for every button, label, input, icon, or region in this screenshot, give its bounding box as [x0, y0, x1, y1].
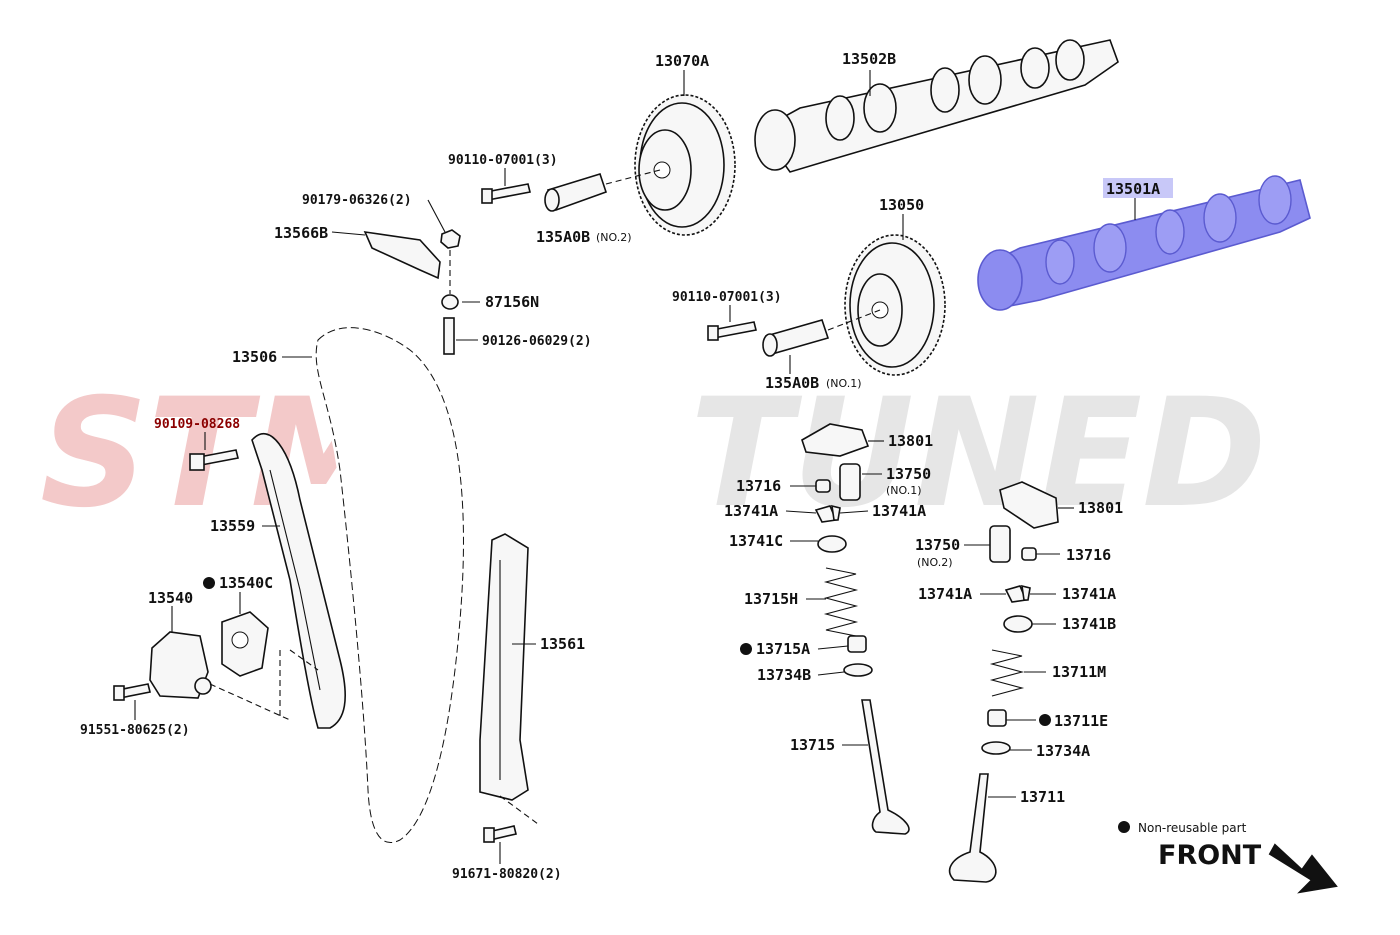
rocker-arm-13801-a[interactable]	[801, 423, 870, 457]
label-13566b[interactable]: 13566B	[274, 224, 328, 242]
bolt-90109[interactable]	[189, 449, 239, 471]
label-13070a[interactable]: 13070A	[655, 52, 709, 70]
chain-guide-13559[interactable]	[251, 433, 346, 729]
label-13711[interactable]: 13711	[1020, 788, 1065, 806]
camshaft-13501a[interactable]	[977, 175, 1311, 311]
label-13734b[interactable]: 13734B	[757, 666, 811, 684]
nut-90179[interactable]	[440, 229, 461, 249]
label-13716-a[interactable]: 13716	[736, 477, 781, 495]
label-135a0b-no1[interactable]: 135A0B	[765, 374, 819, 392]
label-13715[interactable]: 13715	[790, 736, 835, 754]
seal-13711e[interactable]	[987, 709, 1007, 727]
label-13716-b[interactable]: 13716	[1066, 546, 1111, 564]
leader-lines	[134, 70, 1136, 864]
bolt-91551[interactable]	[113, 683, 151, 701]
keepers-13741a-c[interactable]	[1004, 584, 1031, 603]
seal-13715a[interactable]	[847, 635, 867, 653]
retainer-13741b[interactable]	[1003, 615, 1033, 633]
label-90179-06326[interactable]: 90179-06326(2)	[302, 193, 412, 208]
label-13734a[interactable]: 13734A	[1036, 742, 1090, 760]
label-13501a[interactable]: 13501A	[1106, 180, 1160, 198]
label-13050[interactable]: 13050	[879, 196, 924, 214]
keepers-13741a-a[interactable]	[814, 504, 841, 523]
label-13559[interactable]: 13559	[210, 517, 255, 535]
part-labels: 13070A 13502B 13501A 90110-07001(3) 9017…	[80, 50, 1160, 882]
cap-13716-b[interactable]	[1021, 547, 1037, 561]
label-13750-b-sub: (NO.2)	[917, 556, 953, 569]
tensioner-13540[interactable]	[149, 631, 212, 699]
valve-13715[interactable]	[861, 699, 910, 835]
label-13741a-c[interactable]: 13741A	[918, 585, 972, 603]
chain-slipper-13561[interactable]	[479, 533, 529, 801]
label-13711e[interactable]: 13711E	[1054, 712, 1108, 730]
label-13502b[interactable]: 13502B	[842, 50, 896, 68]
label-13501a-highlight	[1103, 178, 1173, 198]
label-13801-a[interactable]: 13801	[888, 432, 933, 450]
timing-chain-13506[interactable]	[313, 324, 467, 846]
camshaft-13502b[interactable]	[754, 39, 1119, 173]
front-arrow-icon	[1268, 843, 1338, 894]
label-90110-07001-a[interactable]: 90110-07001(3)	[448, 153, 558, 168]
non-reusable-marker-13540c	[203, 577, 215, 589]
sprocket-13050[interactable]	[844, 234, 946, 376]
non-reusable-marker-13715a	[740, 643, 752, 655]
gasket-13540c[interactable]	[221, 611, 269, 677]
label-135a0b-no1-sub: (NO.1)	[826, 377, 862, 390]
seat-13734b[interactable]	[843, 663, 873, 677]
label-13741a-d[interactable]: 13741A	[1062, 585, 1116, 603]
label-135a0b-no2-sub: (NO.2)	[596, 231, 632, 244]
spring-13715h[interactable]	[823, 567, 859, 637]
label-87156n[interactable]: 87156N	[485, 293, 539, 311]
label-91671-80820[interactable]: 91671-80820(2)	[452, 867, 562, 882]
label-13750-b[interactable]: 13750	[915, 536, 960, 554]
front-label: FRONT	[1158, 840, 1262, 871]
label-91551-80625[interactable]: 91551-80625(2)	[80, 723, 190, 738]
bolt-91671[interactable]	[483, 825, 517, 843]
seat-13734a[interactable]	[981, 741, 1011, 755]
label-13540[interactable]: 13540	[148, 589, 193, 607]
label-13715h[interactable]: 13715H	[744, 590, 798, 608]
cap-13716-a[interactable]	[815, 479, 831, 493]
non-reusable-marker-13711e	[1039, 714, 1051, 726]
label-13561[interactable]: 13561	[540, 635, 585, 653]
label-13506[interactable]: 13506	[232, 348, 277, 366]
spring-13711m[interactable]	[989, 649, 1025, 697]
bolt-90110-a[interactable]	[481, 183, 531, 204]
label-13750-a-sub: (NO.1)	[886, 484, 922, 497]
label-13711m[interactable]: 13711M	[1052, 663, 1106, 681]
lash-adjuster-13750-a[interactable]	[839, 463, 861, 501]
valve-13711[interactable]	[948, 773, 997, 883]
label-13741b[interactable]: 13741B	[1062, 615, 1116, 633]
label-13801-b[interactable]: 13801	[1078, 499, 1123, 517]
ocv-135a0b-no1[interactable]	[762, 309, 881, 357]
bolt-90110-b[interactable]	[707, 321, 757, 341]
label-135a0b-no2[interactable]: 135A0B	[536, 228, 590, 246]
label-90110-07001-b[interactable]: 90110-07001(3)	[672, 290, 782, 305]
retainer-13741c[interactable]	[817, 535, 847, 553]
label-90126-06029[interactable]: 90126-06029(2)	[482, 334, 592, 349]
bushing-87156n[interactable]	[441, 294, 459, 310]
stud-90126[interactable]	[443, 317, 455, 355]
sprocket-13070a[interactable]	[634, 94, 736, 236]
watermark-right: TUNED	[690, 367, 1267, 541]
label-13540c[interactable]: 13540C	[219, 574, 273, 592]
rocker-arm-13801-b[interactable]	[999, 481, 1059, 529]
label-13741c[interactable]: 13741C	[729, 532, 783, 550]
label-13741a-a[interactable]: 13741A	[724, 502, 778, 520]
bracket-13566b[interactable]	[363, 231, 441, 280]
ocv-135a0b-no2[interactable]	[544, 169, 661, 212]
label-13715a[interactable]: 13715A	[756, 640, 810, 658]
label-90109-08268[interactable]: 90109-08268	[154, 417, 240, 432]
label-13741a-b[interactable]: 13741A	[872, 502, 926, 520]
legend-non-reusable: Non-reusable part	[1138, 821, 1247, 835]
non-reusable-dot-icon	[1118, 821, 1130, 833]
legend: Non-reusable part FRONT	[1118, 821, 1338, 894]
lash-adjuster-13750-b[interactable]	[989, 525, 1011, 563]
label-13750-a[interactable]: 13750	[886, 465, 931, 483]
